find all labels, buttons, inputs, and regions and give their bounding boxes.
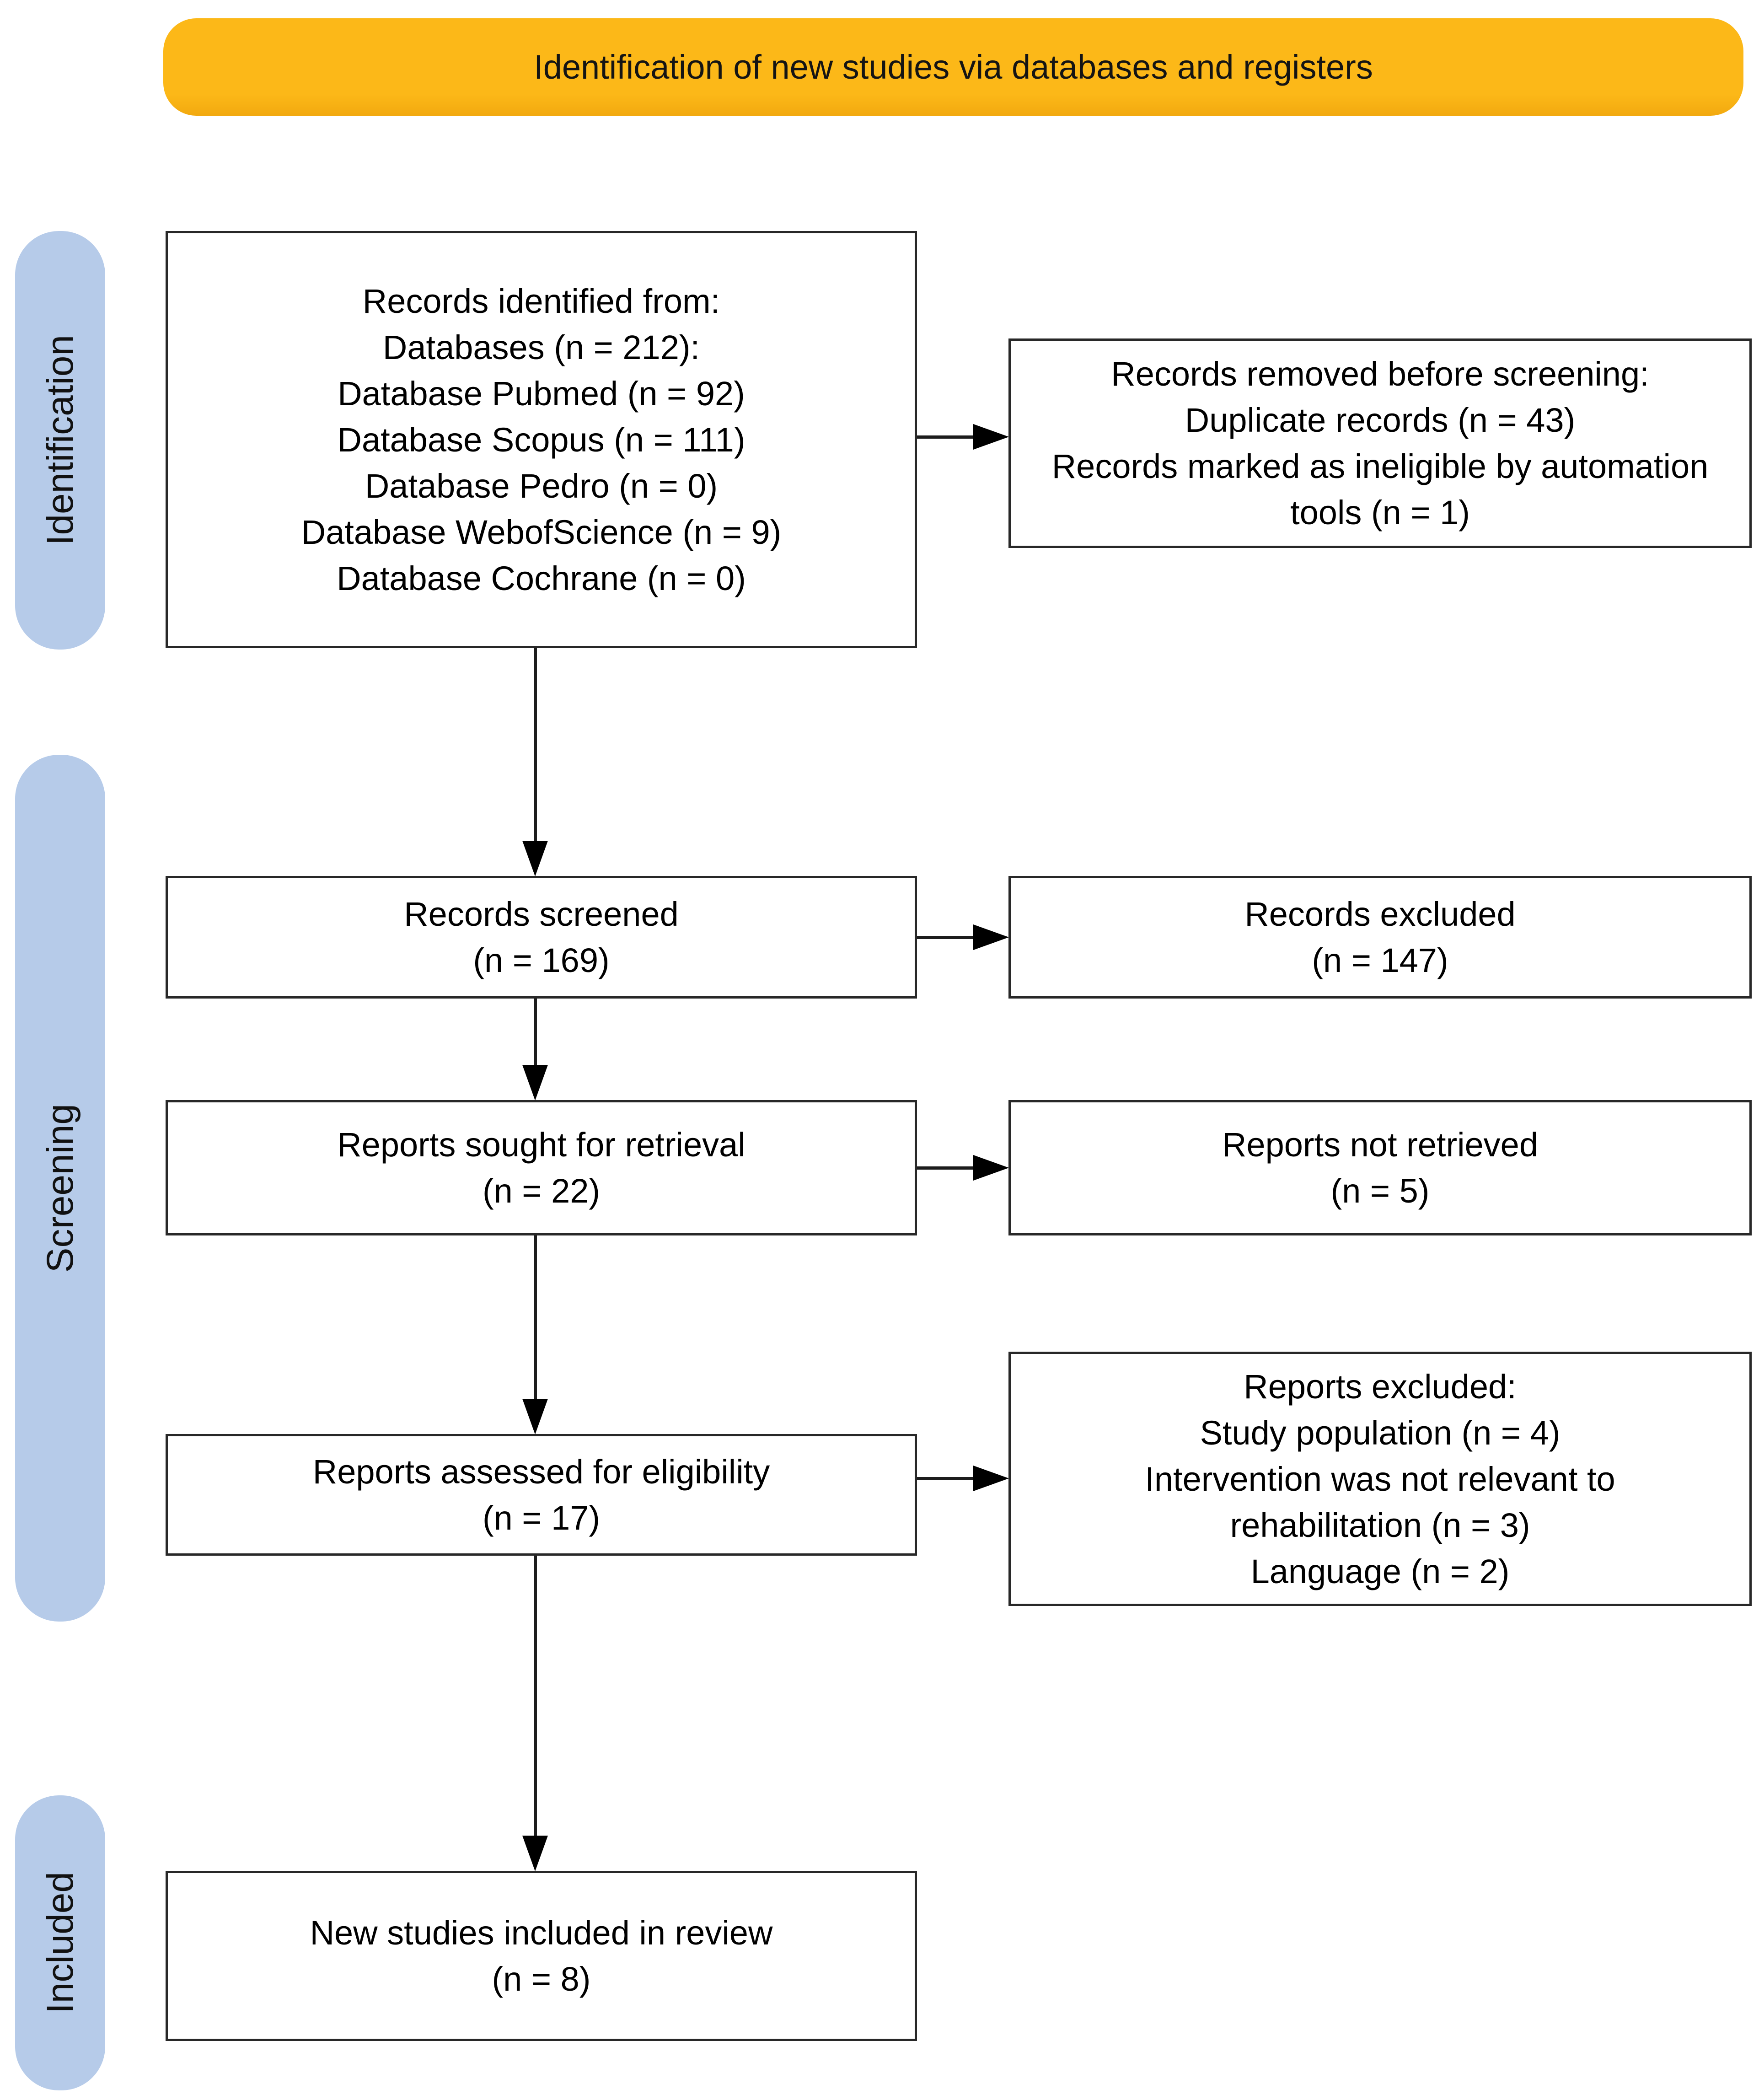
box-new-studies-included: New studies included in review (n = 8): [166, 1871, 917, 2041]
right-arrow-sought-to-not-retrieved-head: [973, 1155, 1009, 1181]
stage-label-identification: Identification: [15, 231, 105, 650]
down-arrow-identified-to-screened-head: [522, 841, 548, 876]
box-reports-excluded-reasons: Reports excluded: Study population (n = …: [1008, 1352, 1752, 1606]
banner-identification-via-databases: Identification of new studies via databa…: [163, 18, 1743, 116]
stage-label-screening-text: Screening: [39, 1103, 81, 1273]
down-arrow-assessed-to-included-shaft: [534, 1556, 537, 1837]
right-arrow-sought-to-not-retrieved-shaft: [917, 1166, 975, 1170]
down-arrow-assessed-to-included-head: [522, 1836, 548, 1871]
right-arrow-screened-to-excluded-shaft: [917, 936, 975, 939]
stage-label-included: Included: [15, 1795, 105, 2090]
down-arrow-screened-to-sought-head: [522, 1065, 548, 1101]
right-arrow-assessed-to-reports-excluded-head: [973, 1466, 1009, 1491]
box-reports-sought-for-retrieval: Reports sought for retrieval (n = 22): [166, 1100, 917, 1235]
down-arrow-identified-to-screened-shaft: [534, 648, 537, 843]
stage-label-included-text: Included: [39, 1872, 81, 2014]
down-arrow-sought-to-assessed-shaft: [534, 1235, 537, 1400]
stage-label-identification-text: Identification: [39, 335, 81, 546]
box-reports-assessed-for-eligibility: Reports assessed for eligibility (n = 17…: [166, 1434, 917, 1556]
box-records-screened: Records screened (n = 169): [166, 876, 917, 999]
box-records-removed-before-screening: Records removed before screening: Duplic…: [1008, 338, 1752, 548]
box-records-excluded: Records excluded (n = 147): [1008, 876, 1752, 999]
down-arrow-screened-to-sought-shaft: [534, 999, 537, 1066]
box-reports-not-retrieved: Reports not retrieved (n = 5): [1008, 1100, 1752, 1235]
right-arrow-identified-to-removed-head: [973, 424, 1009, 450]
right-arrow-assessed-to-reports-excluded-shaft: [917, 1477, 975, 1480]
down-arrow-sought-to-assessed-head: [522, 1399, 548, 1434]
right-arrow-screened-to-excluded-head: [973, 924, 1009, 950]
stage-label-screening: Screening: [15, 755, 105, 1622]
right-arrow-identified-to-removed-shaft: [917, 435, 975, 439]
box-records-identified: Records identified from: Databases (n = …: [166, 231, 917, 648]
